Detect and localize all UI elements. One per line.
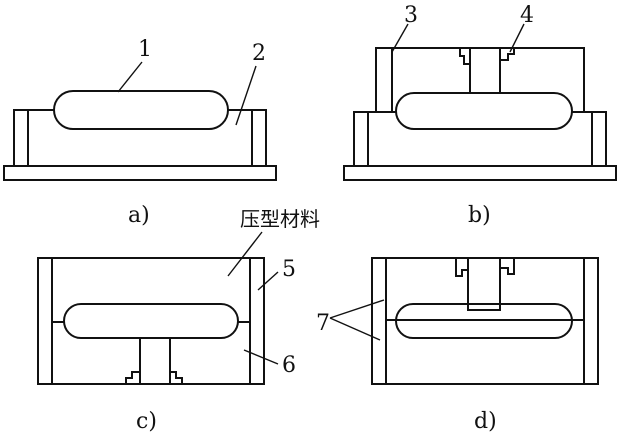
panel-label-c: c) — [136, 409, 157, 434]
panel-b: 3 4 b) — [343, 3, 617, 228]
master-model — [63, 303, 239, 339]
panel-a: 1 2 a) — [3, 37, 277, 228]
callout-5: 5 — [282, 257, 296, 282]
callout-6: 6 — [282, 353, 296, 378]
callout-1: 1 — [138, 37, 152, 62]
master-model — [395, 92, 573, 130]
callout-3: 3 — [404, 3, 418, 28]
callout-7: 7 — [316, 311, 330, 336]
base-plate — [343, 165, 617, 181]
panel-c: 5 6 c) — [37, 257, 296, 434]
panel-label-b: b) — [468, 203, 491, 228]
panel-d: 7 d) — [316, 257, 599, 434]
master-model — [54, 91, 228, 129]
material-label: 压型材料 — [240, 207, 320, 231]
panel-label-a: a) — [128, 203, 150, 228]
callout-2: 2 — [252, 41, 266, 66]
base-plate — [3, 165, 277, 181]
cavity — [395, 303, 573, 339]
callout-4: 4 — [520, 3, 534, 28]
panel-label-d: d) — [474, 409, 497, 434]
